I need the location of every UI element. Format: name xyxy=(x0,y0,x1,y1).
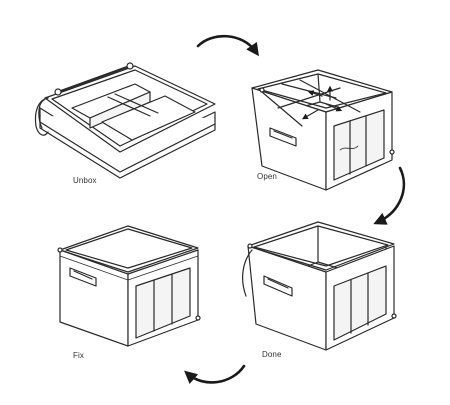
open-illustration xyxy=(251,69,395,191)
step-label-unbox: Unbox xyxy=(73,176,97,185)
arrow-open-to-done xyxy=(373,166,406,225)
step-label-done: Done xyxy=(262,350,282,359)
flow-arrows xyxy=(184,34,406,385)
arrow-unbox-to-open xyxy=(196,34,259,57)
step-label-open: Open xyxy=(257,172,277,181)
arrow-done-to-fix xyxy=(184,364,246,385)
unbox-illustration xyxy=(34,62,216,179)
fix-illustration xyxy=(57,225,201,347)
done-illustration xyxy=(242,221,397,351)
step-label-fix: Fix xyxy=(73,351,84,360)
